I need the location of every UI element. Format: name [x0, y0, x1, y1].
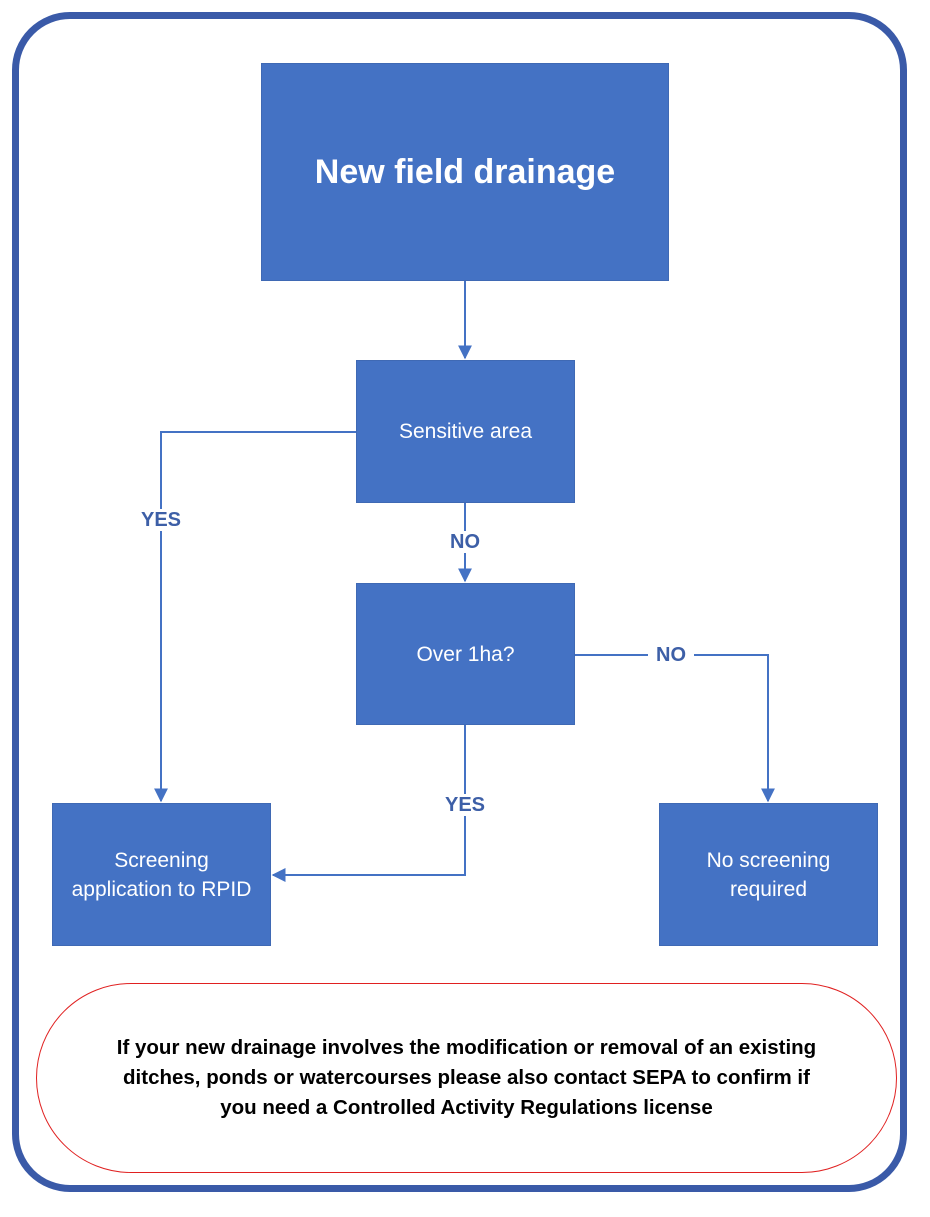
node-screening-application: Screening application to RPID	[52, 803, 271, 946]
edge-label-over1ha-yes: YES	[435, 794, 495, 816]
edge-label-over1ha-no: NO	[648, 644, 694, 666]
connector-sensitive-yes-to-screening	[154, 431, 356, 803]
connector-over1ha-no-to-no-screening	[575, 654, 775, 803]
connector-over1ha-yes-to-screening	[271, 725, 466, 882]
node-new-field-drainage: New field drainage	[261, 63, 669, 281]
edge-label-sensitive-no: NO	[440, 531, 490, 553]
node-over-1ha: Over 1ha?	[356, 583, 575, 725]
edge-label-sensitive-yes: YES	[131, 509, 191, 531]
node-sensitive-area: Sensitive area	[356, 360, 575, 503]
node-no-screening-required: No screening required	[659, 803, 878, 946]
sepa-note: If your new drainage involves the modifi…	[36, 983, 897, 1173]
